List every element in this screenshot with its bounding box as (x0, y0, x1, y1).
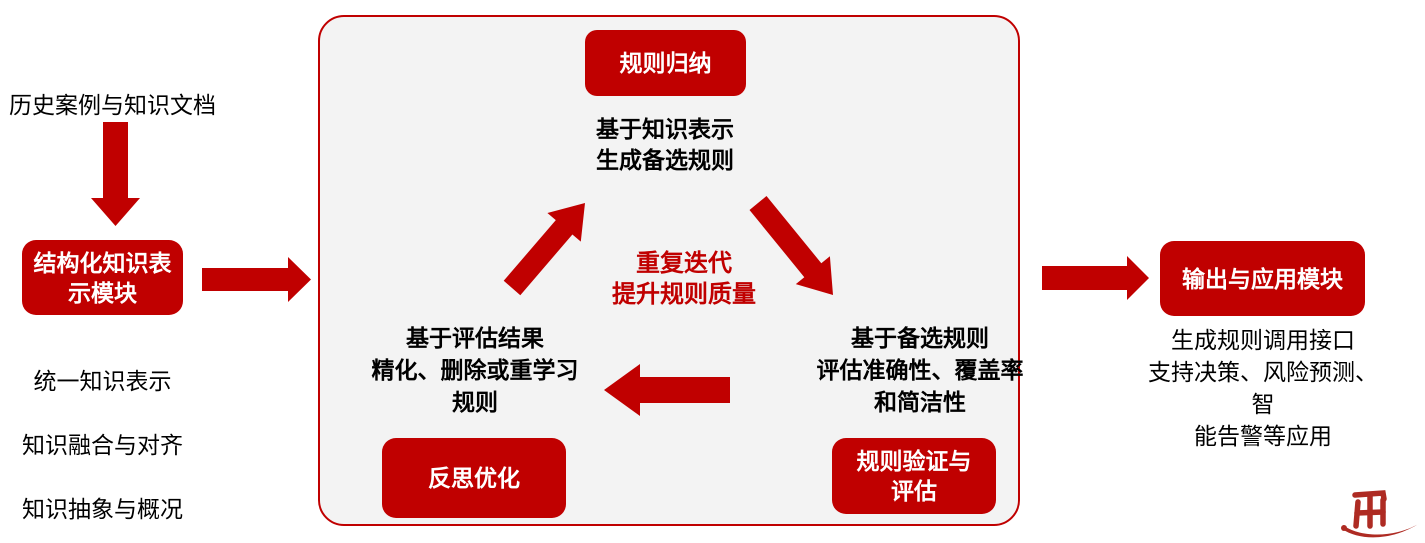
logo-stroke-top (1352, 490, 1387, 502)
rule-induction-box: 规则归纳 (585, 30, 746, 96)
reflection-box: 反思优化 (382, 438, 566, 518)
feature-item: 统一知识表示 (33, 368, 172, 394)
input-source-label: 历史案例与知识文档 (9, 92, 216, 118)
output-module-label: 输出与应用模块 (1182, 265, 1343, 292)
input-module-features: 统一知识表示 知识融合与对齐 知识抽象与概况 (0, 333, 205, 543)
rule-validation-desc: 基于备选规则 评估准确性、覆盖率 和简洁性 (816, 325, 1024, 415)
output-module-box: 输出与应用模块 (1160, 241, 1365, 316)
output-module-desc: 生成规则调用接口 支持决策、风险预测、智 能告警等应用 (1148, 327, 1378, 449)
input-right-arrow-icon (202, 257, 311, 302)
down-arrow-icon (91, 122, 140, 226)
structured-knowledge-module-label: 结构化知识表 示模块 (33, 249, 172, 306)
feature-item: 知识抽象与概况 (22, 496, 183, 522)
rule-induction-desc: 基于知识表示 生成备选规则 (596, 116, 734, 173)
rule-validation-box: 规则验证与 评估 (832, 438, 996, 514)
reflection-label: 反思优化 (428, 465, 520, 491)
rule-validation-label: 规则验证与 评估 (856, 448, 972, 504)
calligraphy-logo (1341, 490, 1420, 538)
logo-swoosh-dot (1341, 525, 1347, 531)
logo-swoosh (1342, 523, 1420, 538)
rule-induction-label: 规则归纳 (619, 50, 712, 76)
feature-item: 知识融合与对齐 (22, 432, 183, 458)
output-right-arrow-icon (1042, 256, 1149, 300)
iteration-note: 重复迭代 提升规则质量 (612, 250, 756, 308)
structured-knowledge-module-box: 结构化知识表 示模块 (22, 240, 183, 315)
reflection-desc: 基于评估结果 精化、删除或重学习 规则 (371, 325, 579, 415)
